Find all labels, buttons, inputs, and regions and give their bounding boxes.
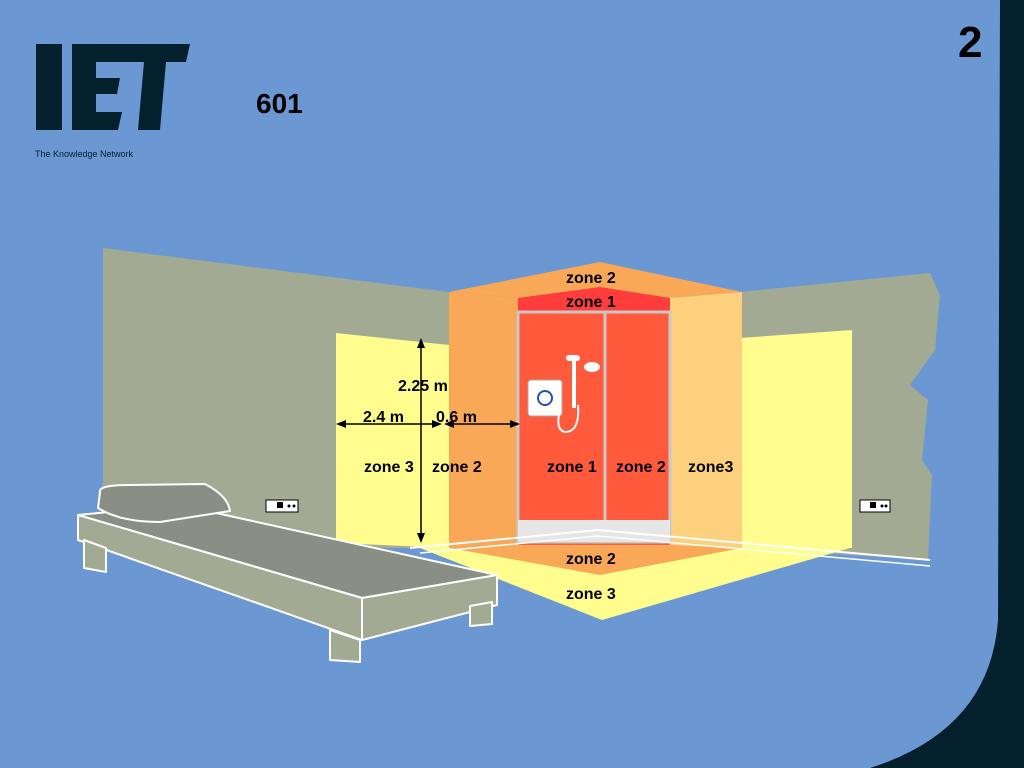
zone3-floor-label: zone 3: [566, 586, 616, 603]
iet-logo: The Knowledge Network: [35, 44, 190, 159]
dimension-lines: [338, 342, 518, 540]
zone1-top: [518, 287, 670, 318]
zone1-top-label: zone 1: [566, 294, 616, 311]
zone2-top: [449, 262, 742, 298]
zone1-volume: [518, 312, 670, 545]
slide-border: [870, 0, 1024, 768]
height-dimension-label: 2.25 m: [398, 378, 448, 395]
zone2-left-wall: [449, 292, 518, 548]
right-socket: [859, 499, 891, 513]
left-socket: [265, 499, 299, 513]
arrow-heads: [336, 338, 520, 543]
zone2-right-wall: [670, 292, 742, 548]
shower-unit: [527, 355, 600, 434]
skirting: [409, 528, 931, 561]
logo-tagline: The Knowledge Network: [35, 149, 134, 159]
zone2-width-label: 0.6 m: [436, 409, 477, 426]
zone2-floor-label: zone 2: [566, 551, 616, 568]
slide-title: 601: [256, 88, 303, 119]
zone3-left-wall: [336, 333, 449, 548]
zone3-right-label: zone3: [688, 459, 733, 476]
zone2-right-label: zone 2: [616, 459, 666, 476]
zone3-width-label: 2.4 m: [363, 409, 404, 426]
bed: [77, 483, 498, 663]
zone1-center-label: zone 1: [547, 459, 597, 476]
zone3-left-label: zone 3: [364, 459, 414, 476]
zone3-right-wall: [740, 330, 852, 548]
skirting-inner: [419, 535, 931, 567]
zone2-top-label: zone 2: [566, 270, 616, 287]
slide-number: 2: [958, 18, 982, 67]
zone2-left-label: zone 2: [432, 459, 482, 476]
